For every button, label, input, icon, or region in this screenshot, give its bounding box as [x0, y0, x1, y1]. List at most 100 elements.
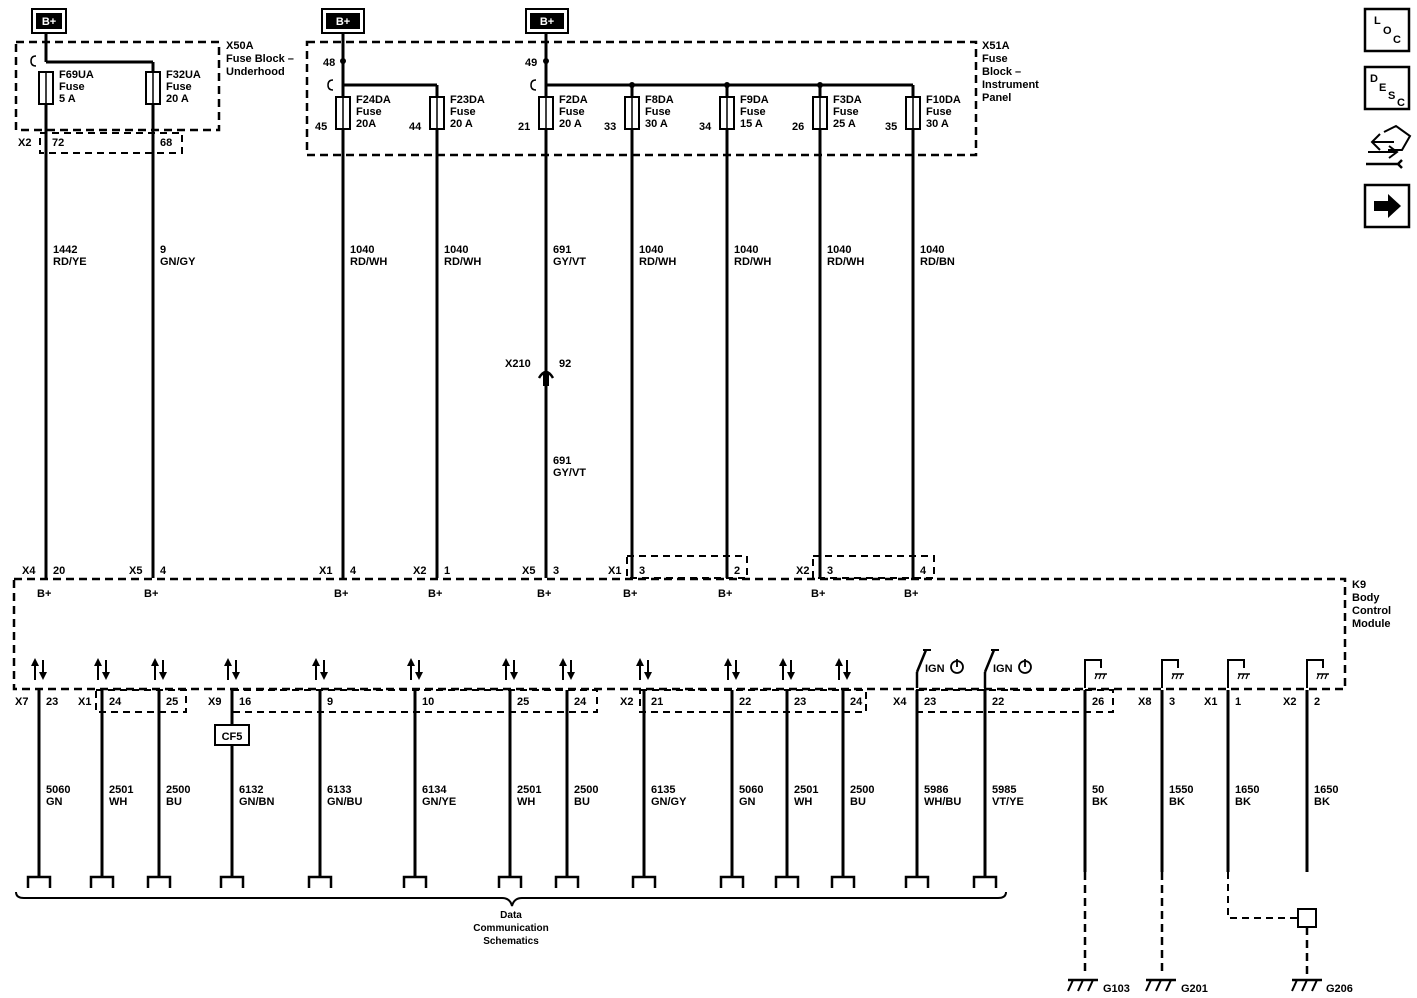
internal-ground-icon	[1084, 659, 1107, 688]
module-input-6-bplus: B+	[718, 588, 732, 600]
module-input-0-connector: X4	[22, 565, 36, 577]
module-input-1-pin: 4	[160, 565, 167, 577]
cf5-label: CF5	[222, 731, 243, 743]
power-source-1: B+	[31, 8, 67, 34]
module-input-4-bplus: B+	[537, 588, 551, 600]
x1-upper-connector-outline	[626, 555, 748, 579]
connector-wrench-icon[interactable]	[1366, 124, 1412, 169]
b-plus-label-2: B+	[336, 16, 350, 28]
module-input-6-pin: 2	[734, 565, 740, 577]
upper-wire-8-color: RD/BN	[920, 256, 955, 268]
upper-wire-3-color: RD/WH	[444, 256, 481, 268]
x1-lower-connector-outline	[95, 689, 187, 713]
bidirectional-arrow-icon	[724, 658, 740, 680]
data-comm-connector-0	[26, 875, 52, 888]
fuse-7-label-1: Fuse	[833, 106, 859, 118]
data-comm-line2: Communication	[473, 923, 549, 934]
data-comm-line1: Data	[500, 910, 522, 921]
module-input-3-bplus: B+	[428, 588, 442, 600]
upper-wire-5-color: RD/WH	[639, 256, 676, 268]
x51a-label-line2: Fuse	[982, 53, 1008, 65]
bottom-pin-6-pin: 25	[517, 696, 529, 708]
data-comm-connector-10	[774, 875, 800, 888]
upper-wire-6-circuit: 1040	[734, 244, 758, 256]
bottom-wire-6-circuit: 2501	[517, 784, 541, 796]
module-input-2-bplus: B+	[334, 588, 348, 600]
cf5-box	[214, 724, 250, 746]
ground-splice-box	[1297, 908, 1317, 928]
data-comm-connector-13	[972, 875, 998, 888]
module-label-line1: K9	[1352, 579, 1366, 591]
bottom-wire-8-color: GN/GY	[651, 796, 687, 808]
bottom-pin-14-pin: 26	[1092, 696, 1104, 708]
bottom-wire-15-circuit: 1550	[1169, 784, 1193, 796]
bidirectional-arrow-icon	[559, 658, 575, 680]
upper-wire-0-circuit: 1442	[53, 244, 77, 256]
x51a-label-line3: Block –	[982, 66, 1021, 78]
bottom-wire-11-color: BU	[850, 796, 866, 808]
bottom-wire-4-color: GN/BU	[327, 796, 363, 808]
bidirectional-arrow-icon	[835, 658, 851, 680]
fuse-2-label-0: F24DA	[356, 94, 391, 106]
bottom-pin-11-pin: 24	[850, 696, 863, 708]
bottom-wire-5-circuit: 6134	[422, 784, 447, 796]
ignition-switch-icon: IGN	[983, 649, 1032, 688]
arrow-right-icon	[1374, 194, 1401, 218]
module-label-line3: Control	[1352, 605, 1391, 617]
bottom-wire-4-circuit: 6133	[327, 784, 351, 796]
fuse-block-x50a-outline	[14, 40, 221, 132]
bottom-wire-11-circuit: 2500	[850, 784, 874, 796]
feed-hook-2	[327, 79, 334, 91]
upper-wire-2-color: RD/WH	[350, 256, 387, 268]
bottom-wire-2-color: BU	[166, 796, 182, 808]
bottom-wire-3-color: GN/BN	[239, 796, 275, 808]
module-input-7-bplus: B+	[811, 588, 825, 600]
ground-g103: G103	[1067, 978, 1130, 995]
data-comm-connector-4	[307, 875, 333, 888]
bottom-wire-16-circuit: 1650	[1235, 784, 1259, 796]
bottom-pin-2-pin: 25	[166, 696, 178, 708]
loc-button[interactable]: L O C	[1363, 7, 1411, 53]
desc-button[interactable]: D E S C	[1363, 65, 1411, 111]
feed-hook-3	[530, 79, 537, 91]
upper-wire-0-color: RD/YE	[53, 256, 87, 268]
bottom-pin-15-connector: X8	[1138, 696, 1151, 708]
bottom-pin-8-pin: 21	[651, 696, 663, 708]
x50a-label-line3: Underhood	[226, 66, 285, 78]
desc-letter-e: E	[1379, 82, 1386, 94]
upper-wire-7-circuit: 1040	[827, 244, 851, 256]
bottom-wire-15-color: BK	[1169, 796, 1185, 808]
bidirectional-arrow-icon	[502, 658, 518, 680]
bottom-wire-16-color: BK	[1235, 796, 1251, 808]
fuse-2-label-2: 20A	[356, 118, 376, 130]
x50a-label-line2: Fuse Block –	[226, 53, 294, 65]
module-input-5-connector: X1	[608, 565, 621, 577]
bottom-pin-7-pin: 24	[574, 696, 587, 708]
upper-wire-1-circuit: 9	[160, 244, 166, 256]
bottom-wire-0-circuit: 5060	[46, 784, 70, 796]
x50a-pin-72: 72	[52, 137, 64, 149]
module-input-7-pin: 3	[827, 565, 833, 577]
fuse-7-label-2: 25 A	[833, 118, 856, 130]
bidirectional-arrow-icon	[94, 658, 110, 680]
fuse-0-label-0: F69UA	[59, 69, 94, 81]
next-arrow-button[interactable]	[1363, 183, 1411, 229]
data-comm-connector-3	[219, 875, 245, 888]
upper-wire-4-circuit: 691	[553, 244, 571, 256]
fuse-6-label-0: F9DA	[740, 94, 769, 106]
bidirectional-arrow-icon	[779, 658, 795, 680]
bottom-wire-17-circuit: 1650	[1314, 784, 1338, 796]
fuse-5-label-0: F8DA	[645, 94, 674, 106]
fuse-0-label-2: 5 A	[59, 93, 76, 105]
bottom-pin-17-pin: 2	[1314, 696, 1320, 708]
bottom-wire-0-color: GN	[46, 796, 63, 808]
bottom-wire-12-circuit: 5986	[924, 784, 948, 796]
fuse-1-label-0: F32UA	[166, 69, 201, 81]
upper-wire-7-color: RD/WH	[827, 256, 864, 268]
bottom-pin-1-connector: X1	[78, 696, 91, 708]
bottom-wire-13-color: VT/YE	[992, 796, 1024, 808]
bottom-wire-14-color: BK	[1092, 796, 1108, 808]
